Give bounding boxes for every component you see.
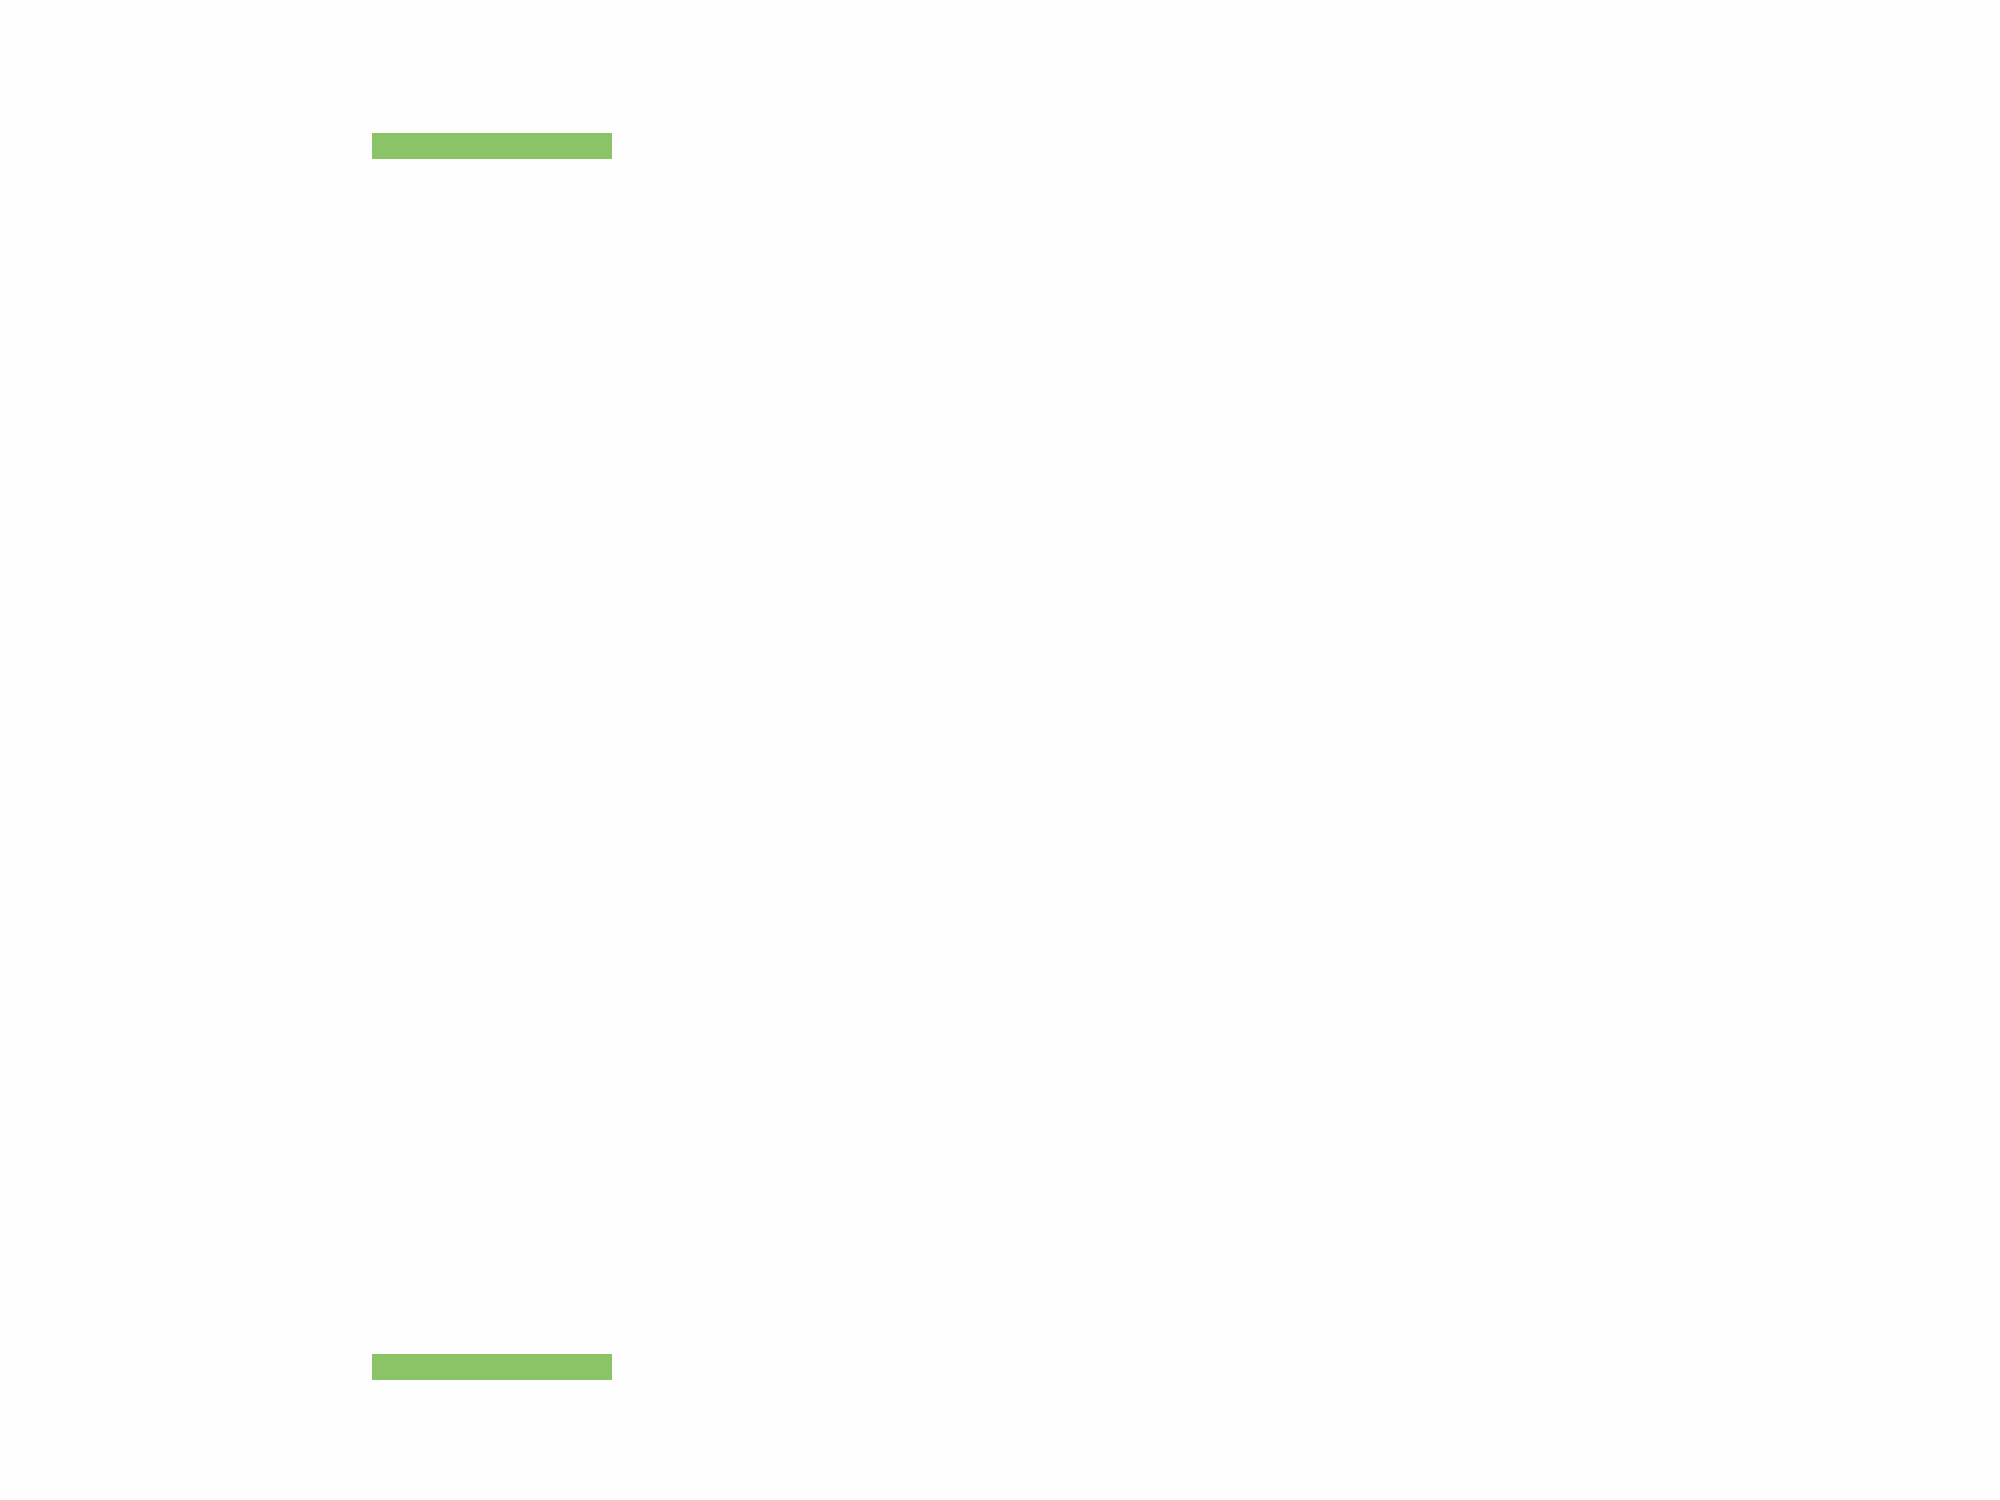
bottom-accent-bar bbox=[372, 1354, 612, 1380]
top-accent-bar bbox=[372, 133, 612, 159]
